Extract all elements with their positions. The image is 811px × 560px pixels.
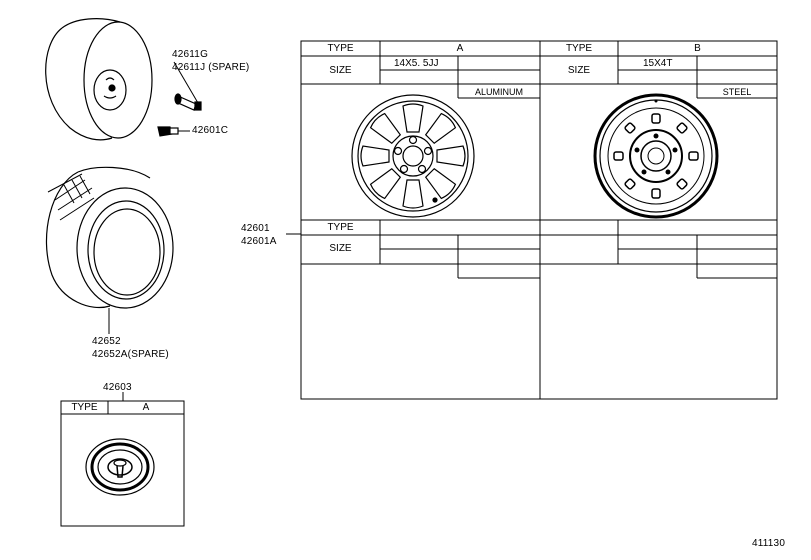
part-number-nut: 42601C (192, 125, 229, 136)
wheel-table-size-a: 14X5. 5JJ (394, 58, 439, 69)
tire-icon (45, 166, 174, 309)
part-number-valve-spare: 42611J (SPARE) (172, 62, 250, 73)
wheel-table-size-label-b: SIZE (567, 65, 591, 76)
part-number-tire-spare: 42652A(SPARE) (92, 349, 169, 360)
cap-table-type-label: TYPE (71, 402, 98, 413)
part-number-valve: 42611G (172, 49, 209, 60)
wheel-table-size-label: SIZE (329, 65, 352, 76)
steel-wheel-icon (593, 93, 719, 219)
wheel-table-material-b: STEEL (722, 87, 752, 97)
wheel-table-lower-size-label: SIZE (329, 243, 352, 254)
part-number-wheel-alt: 42601A (241, 236, 277, 247)
wheel-rim-icon (45, 18, 153, 141)
cap-table-frame (60, 400, 185, 527)
part-number-tire: 42652 (92, 336, 121, 347)
part-number-wheel: 42601 (241, 223, 270, 234)
wheel-table-type-label: TYPE (327, 43, 354, 54)
part-number-cap: 42603 (103, 382, 132, 393)
hub-nut-icon (157, 126, 179, 137)
center-cap-icon (85, 438, 155, 496)
wheel-table-type-label-b: TYPE (565, 43, 593, 54)
alloy-wheel-icon (351, 94, 475, 218)
wheel-table-material-a: ALUMINUM (474, 87, 523, 97)
wheel-table-type-b: B (694, 43, 701, 54)
figure-code: 411130 (752, 538, 786, 549)
wheel-table-type-a: A (456, 43, 464, 54)
wheel-table-size-b: 15X4T (643, 58, 673, 69)
cap-table-type-value: A (142, 402, 150, 413)
valve-stem-icon (174, 93, 202, 111)
wheel-table-lower-type-label: TYPE (327, 222, 354, 233)
